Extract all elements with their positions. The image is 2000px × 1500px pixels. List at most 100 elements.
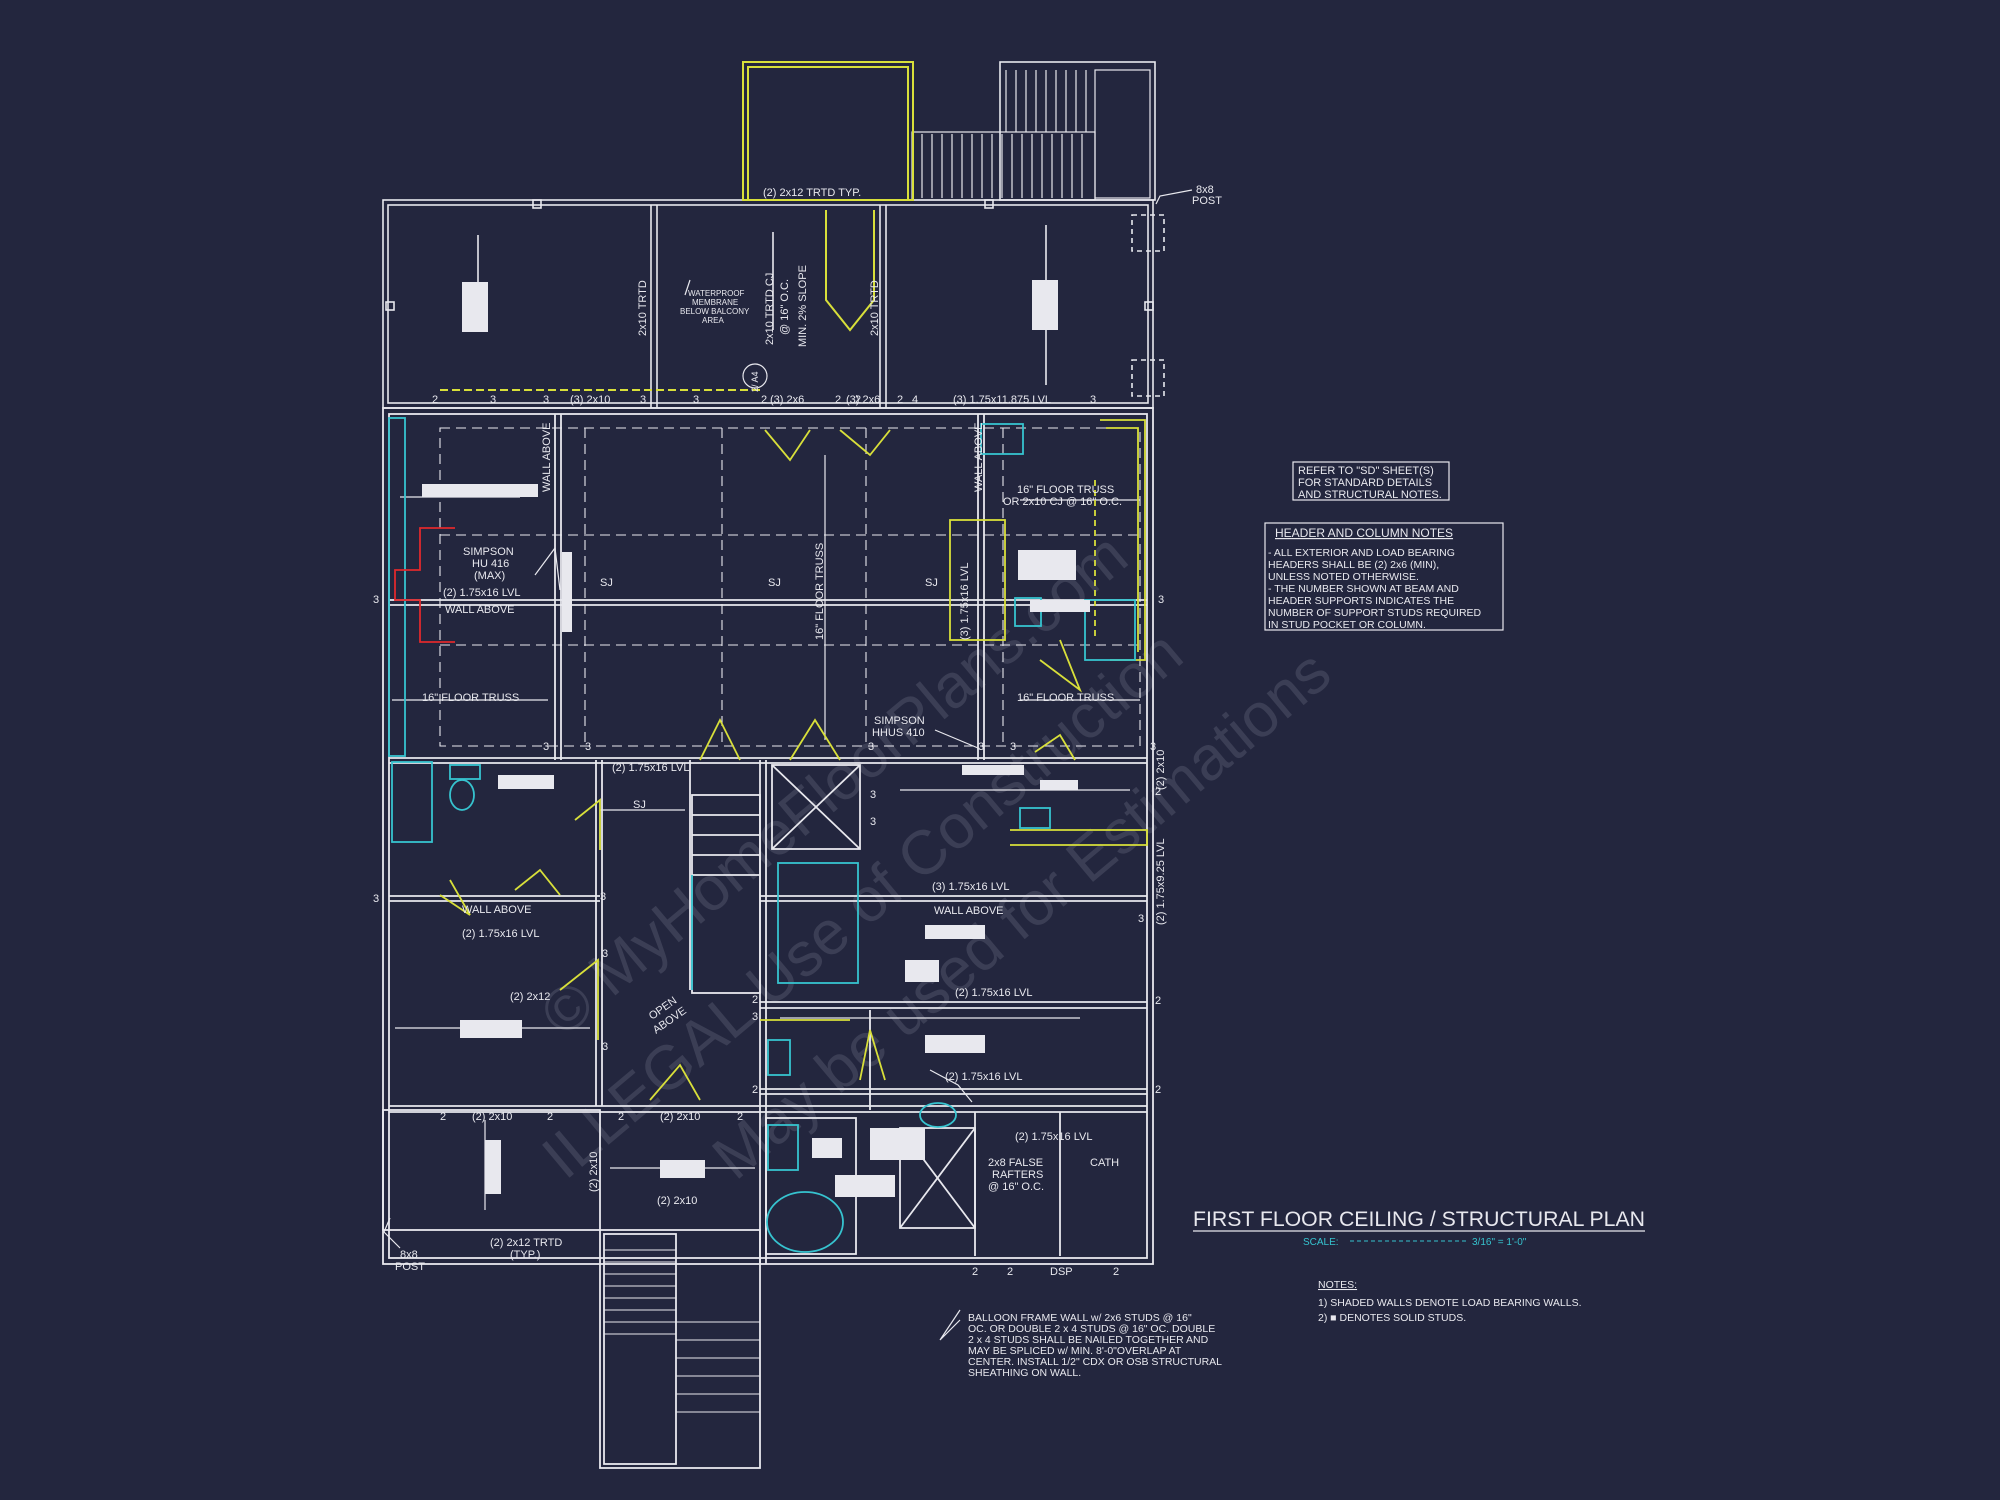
beam-headers [462,280,1058,332]
stud-count: 3 [490,394,496,406]
beam-label: (2) 2x10 [657,1195,697,1207]
wall-above-label: WALL ABOVE [934,905,1004,917]
stud-count: 2 [752,1084,758,1096]
balloon-note-line: SHEATHING ON WALL. [968,1367,1081,1379]
cj-label: 2x10 TRTD CJ [764,273,776,345]
beam-label: (TYP.) [510,1249,540,1261]
simpson-label: (MAX) [474,570,505,582]
stud-count: 3 [1150,741,1156,753]
lvl-label: (2) 1.75x16 LVL [443,587,520,599]
header-column-line: UNLESS NOTED OTHERWISE. [1268,571,1419,583]
stud-count: 3 [693,394,699,406]
stud-count: 2 [1155,995,1161,1007]
lvl-label: (2) 1.75x16 LVL [955,987,1032,999]
stud-count: 3 [373,594,379,606]
detail-tag: 2/ A4 [750,371,760,392]
notes: NOTES: 1) SHADED WALLS DENOTE LOAD BEARI… [1318,1279,1582,1324]
simpson-label: SIMPSON [874,715,925,727]
balloon-note-line: BALLOON FRAME WALL w/ 2x6 STUDS @ 16" [968,1312,1192,1324]
lvl-label: (2) 1.75x16 LVL [462,928,539,940]
dsp-label: DSP [1050,1266,1073,1278]
stud-count: 3 [602,1041,608,1053]
balloon-frame-note: BALLOON FRAME WALL w/ 2x6 STUDS @ 16" OC… [968,1312,1222,1379]
stud-count: 2 [835,394,841,406]
stud-count: 3 [1010,741,1016,753]
stud-count: 3 [600,891,606,903]
right-beam-label: (2) 2x10 [1155,750,1167,790]
wall-above-label: WALL ABOVE [462,904,532,916]
wall-above-label: WALL ABOVE [445,604,515,616]
header-column-line: - ALL EXTERIOR AND LOAD BEARING [1268,547,1455,559]
refer-note-line: FOR STANDARD DETAILS [1298,477,1432,489]
stud-count: 4 [912,394,918,406]
refer-note-line: AND STRUCTURAL NOTES. [1298,489,1442,501]
stud-count: 3 [543,741,549,753]
sj-label: SJ [925,577,938,589]
wall-above-label: WALL ABOVE [541,423,553,493]
note-item: 1) SHADED WALLS DENOTE LOAD BEARING WALL… [1318,1297,1582,1309]
simpson-hanger-red [394,527,455,643]
leader-lines [383,189,1193,1341]
post-label-bottom: 8x8 [400,1249,418,1261]
note-item: 2) ■ DENOTES SOLID STUDS. [1318,1312,1466,1324]
stud-count: 3 [1138,913,1144,925]
sj-label: SJ [768,577,781,589]
title-block: FIRST FLOOR CEILING / STRUCTURAL PLAN SC… [1193,1208,1645,1248]
post-label-top-2: POST [1192,195,1222,207]
stud-count: 3 [640,394,646,406]
scale-value: 3/16" = 1'-0" [1472,1237,1527,1248]
slope-label: MIN. 2% SLOPE [797,265,809,347]
membrane-label: BELOW BALCONY [680,307,750,316]
stud-count: 3 [1158,594,1164,606]
trtd-right-label: 2x10 TRTD [869,280,881,336]
cj-label-2: @ 16" O.C. [779,279,791,335]
simpson-label: HU 416 [472,558,509,570]
balloon-note-line: 2 x 4 STUDS SHALL BE NAILED TOGETHER AND [968,1334,1209,1346]
top-beam-label: (2) 2x12 TRTD TYP. [763,187,861,199]
stud-count: 2 [752,994,758,1006]
sj-label: SJ [600,577,613,589]
floor-truss-label: 16" FLOOR TRUSS [814,543,826,640]
beam-label: (3) 2x6 [846,394,880,406]
beam-label: (2) 2x12 [510,991,550,1003]
stud-count: 2 [440,1111,446,1123]
floor-truss-label: 16" FLOOR TRUSS [1017,484,1114,496]
post-label-bottom-2: POST [395,1261,425,1273]
wall-above-label: WALL ABOVE [973,423,985,493]
floor-truss-label: 16" FLOOR TRUSS [1017,692,1114,704]
stud-count: 2 [1155,1084,1161,1096]
stud-count: 2 [972,1266,978,1278]
stud-count: 2 [855,394,861,406]
balcony-yellow [440,61,914,391]
solid-studs [422,484,1090,1197]
scale-label: SCALE: [1303,1237,1339,1248]
header-column-line: HEADERS SHALL BE (2) 2x6 (MIN), [1268,559,1439,571]
balloon-note-line: MAY BE SPLICED w/ MIN. 8'-0"OVERLAP AT [968,1345,1182,1357]
refer-note-line: REFER TO "SD" SHEET(S) [1298,465,1434,477]
beam-label: (3) 1.75x11.875 LVL [953,394,1051,406]
stud-count: 3 [585,741,591,753]
lvl-label: (2) 1.75x16 LVL [945,1071,1022,1083]
membrane-label: WATERPROOF [688,289,745,298]
beam-label: (3) 2x10 [570,394,610,406]
stud-count: 3 [373,893,379,905]
stud-count: 3 [543,394,549,406]
cath-label: CATH [1090,1157,1119,1169]
header-column-title: HEADER AND COLUMN NOTES [1275,526,1453,540]
balloon-note-line: CENTER. INSTALL 1/2" CDX OR OSB STRUCTUR… [968,1356,1222,1368]
refer-note: REFER TO "SD" SHEET(S) FOR STANDARD DETA… [1292,461,1450,501]
stud-counts: 2 3 3 3 3 2 2 2 2 4 3 3 3 3 3 2 2 2 3 2 … [373,394,1164,1278]
lvl-vertical-label: (3) 1.75x16 LVL [959,563,971,640]
header-column-line: NUMBER OF SUPPORT STUDS REQUIRED [1268,607,1482,619]
stud-count: 2 [761,394,767,406]
post-label-top: 8x8 [1196,184,1214,196]
header-column-line: IN STUD POCKET OR COLUMN. [1268,619,1426,631]
stud-count: 2 [1155,786,1161,798]
beam-label: (3) 2x6 [770,394,804,406]
stud-count: 3 [602,948,608,960]
stud-count: 2 [1007,1266,1013,1278]
beam-label: (2) 2x10 [472,1111,512,1123]
rafters-label: @ 16" O.C. [988,1181,1044,1193]
membrane-label: AREA [702,316,724,325]
